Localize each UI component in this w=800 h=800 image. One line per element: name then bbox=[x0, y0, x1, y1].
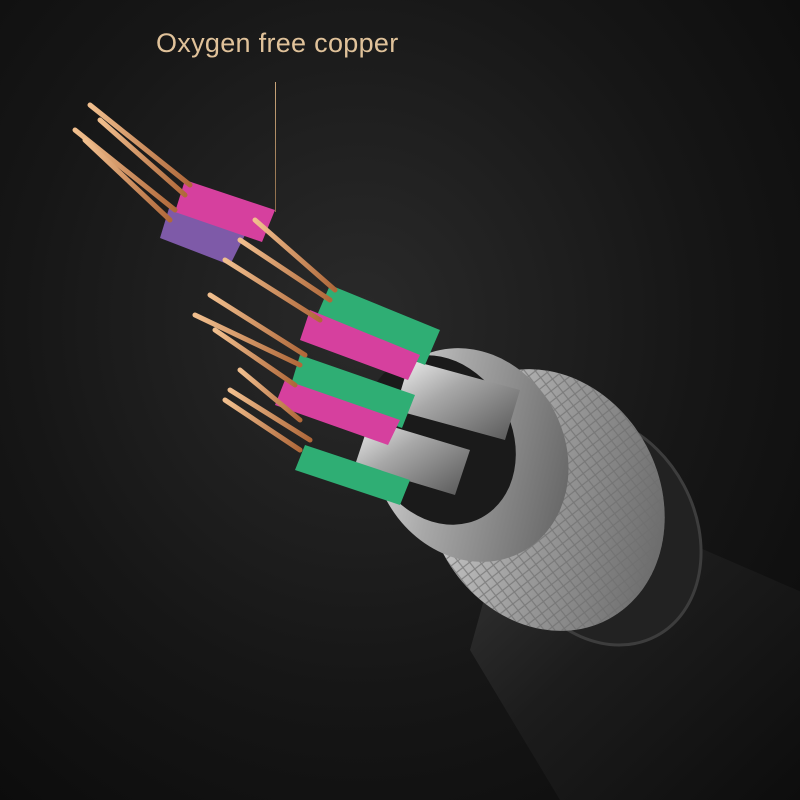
callout-leader-line bbox=[275, 82, 276, 212]
conductors bbox=[72, 102, 440, 505]
callout-label: Oxygen free copper bbox=[156, 28, 399, 58]
